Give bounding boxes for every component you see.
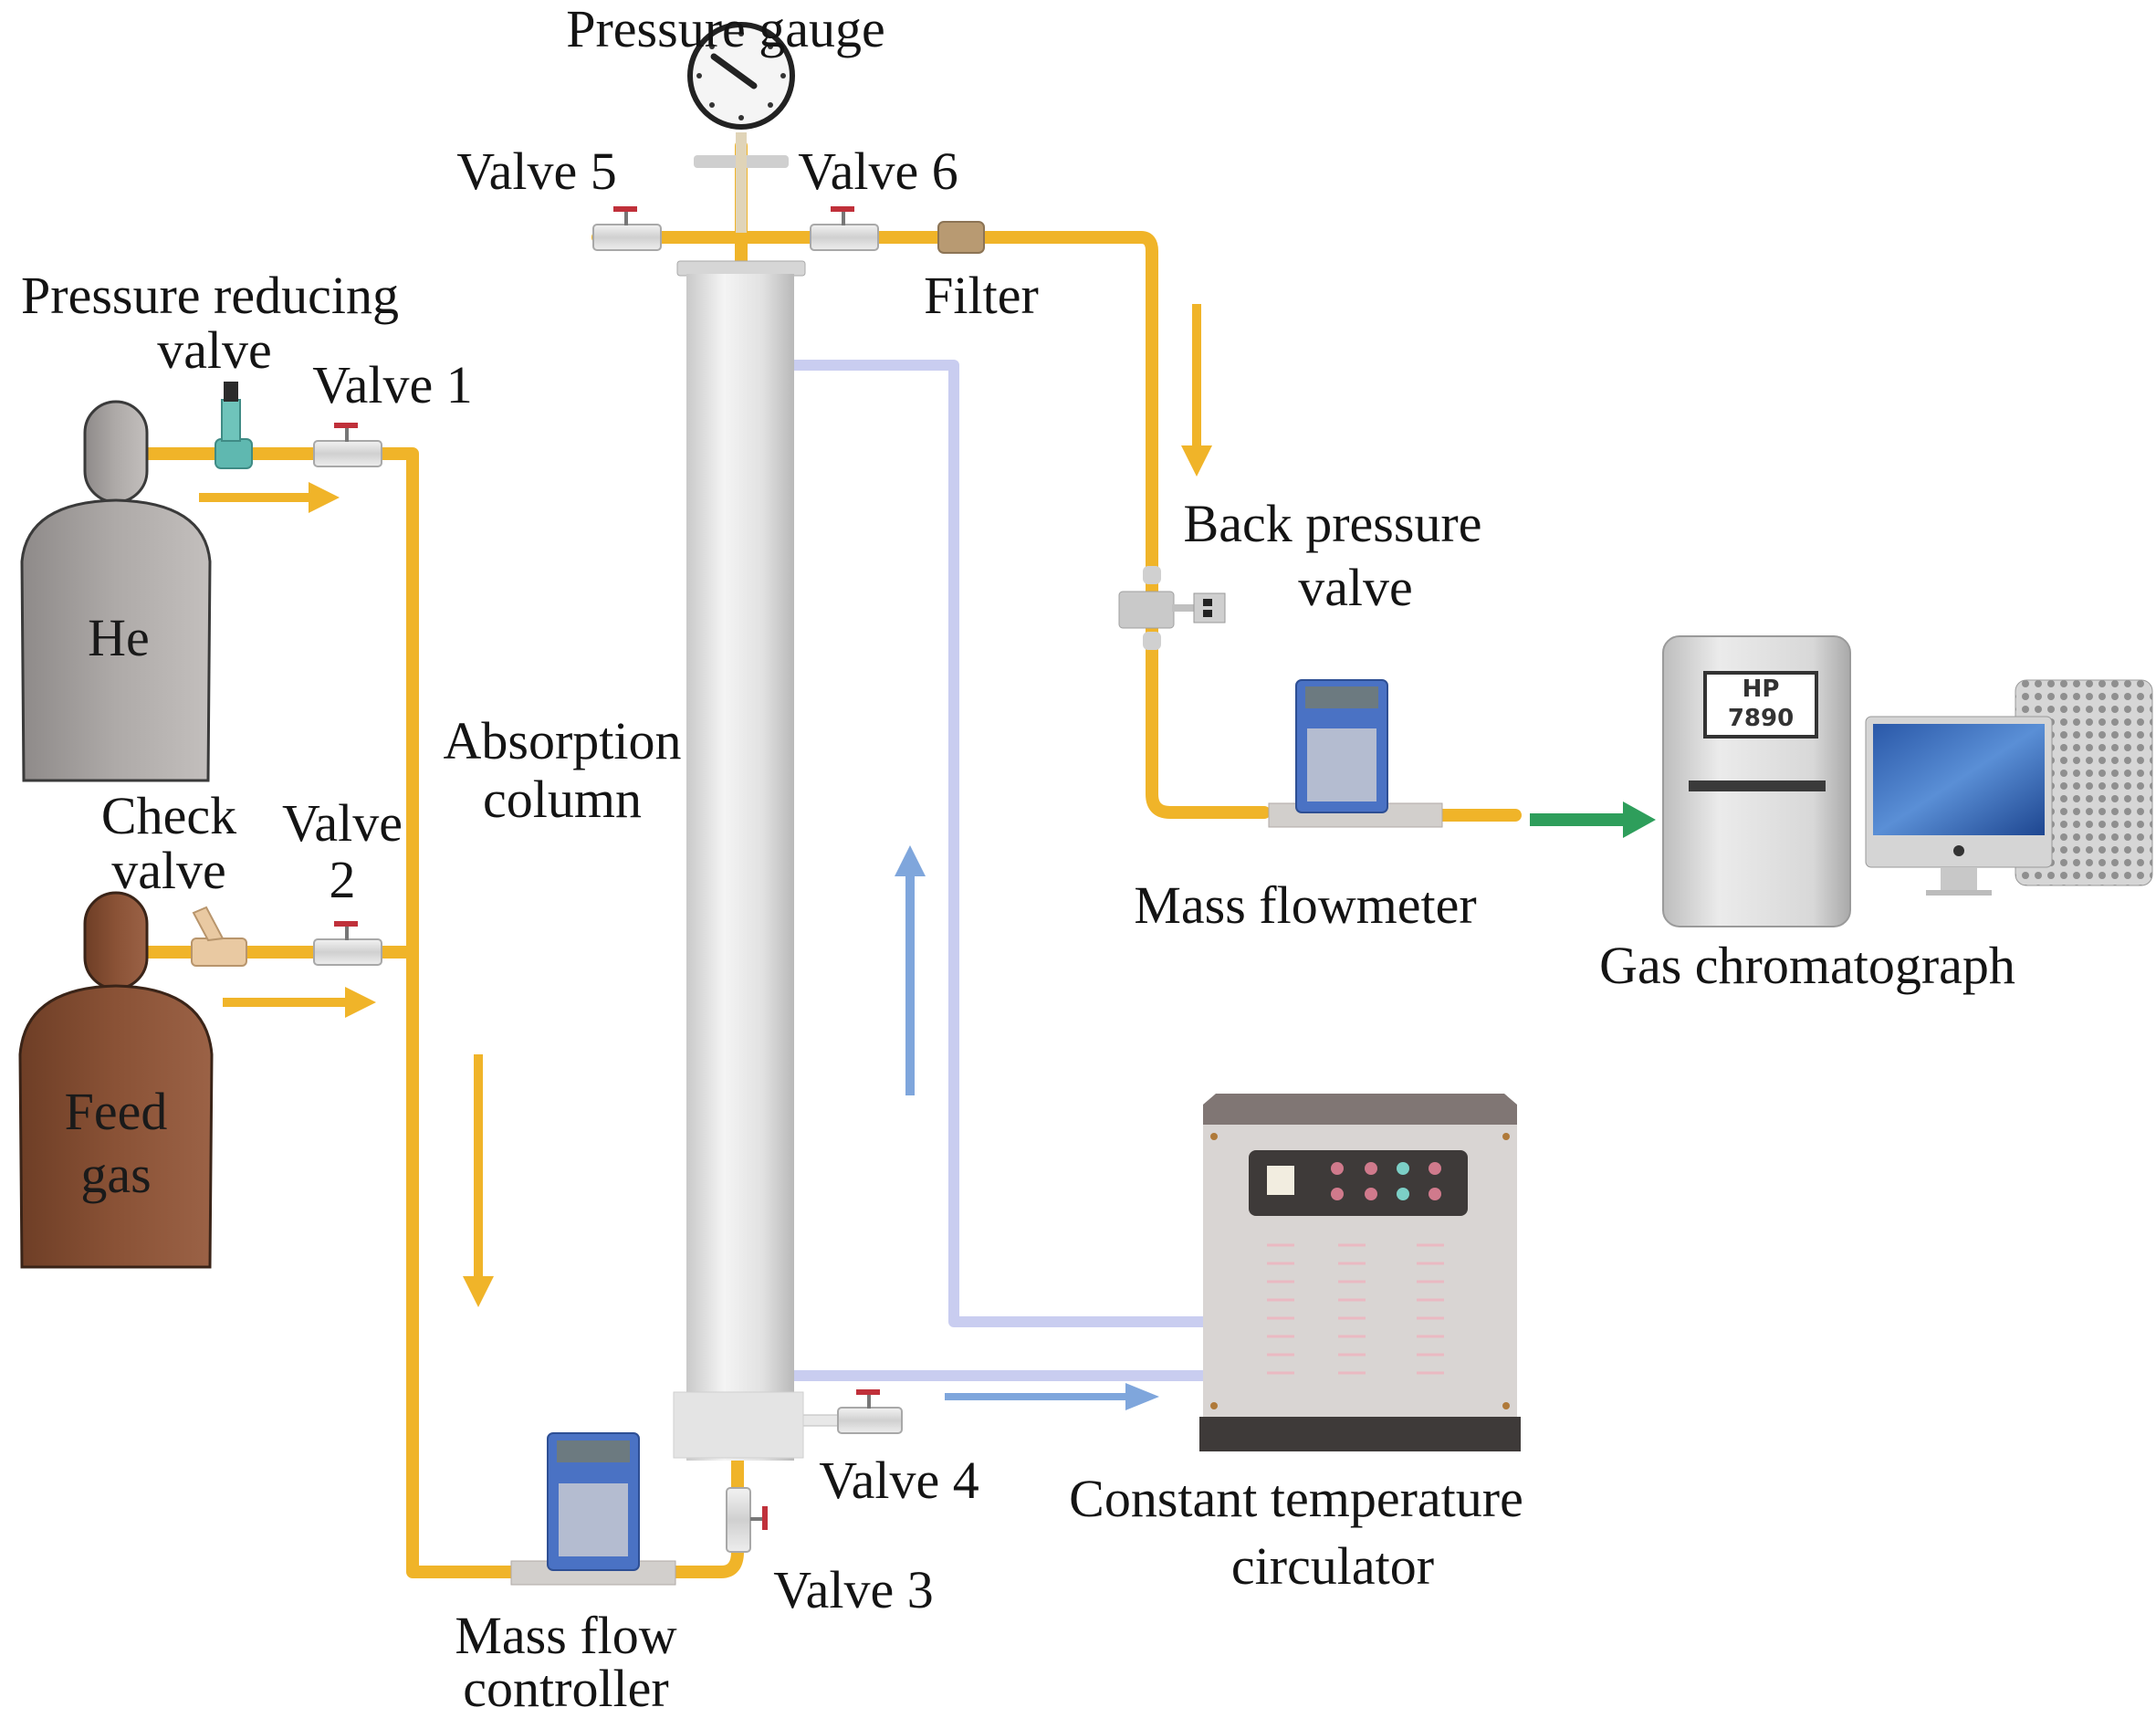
label-check-valve-line1: Check [100,786,237,845]
back-pressure-valve-icon [1118,566,1226,650]
label-filter: Filter [924,266,1039,325]
label-back-pressure-valve-line2: valve [1298,558,1413,617]
constant-temperature-circulator-icon [1199,1094,1521,1451]
absorption-column [673,260,806,1461]
label-valve-5: Valve 5 [456,141,617,201]
flow-arrow-feed-out [223,987,376,1018]
valve-1-icon [313,423,382,467]
mass-flowmeter-icon [1268,679,1443,828]
feed-cylinder-label-line1: Feed [64,1082,168,1141]
control-buttons [1331,1162,1441,1200]
vent-slots [1267,1243,1444,1375]
flow-arrow-coolant-return [945,1383,1159,1410]
he-cylinder-label: He [88,608,150,667]
feed-cylinder-label-line2: gas [80,1145,152,1204]
label-gas-chromatograph: Gas chromatograph [1599,936,2015,995]
coolant-pipework [794,360,1203,1381]
valve-2-icon [313,921,382,966]
flow-arrow-down-to-bpv [1181,304,1212,477]
valve-4-icon [793,1389,903,1434]
label-valve-1: Valve 1 [312,355,473,414]
label-mass-flowmeter: Mass flowmeter [1134,875,1477,935]
label-valve-4: Valve 4 [819,1451,979,1510]
label-constant-temperature-circulator-line1: Constant temperature [1069,1469,1523,1528]
gas-chromatograph-icon [1662,635,1851,927]
coolant-supply-pipe [794,360,1203,1327]
mass-flow-controller-icon [510,1432,676,1586]
gc-display-line1: HP [1742,676,1780,703]
pressure-reducing-valve-icon [215,382,253,469]
label-pressure-gauge: Pressure gauge [566,0,885,58]
label-pressure-reducing-valve-line1: Pressure reducing [21,266,399,325]
he-cylinder [20,400,212,782]
label-valve-2-line1: Valve [281,793,403,853]
flow-arrow-he-out [199,482,340,513]
label-valve-6: Valve 6 [798,141,958,201]
valve-3-icon [726,1487,768,1553]
gas-pipework [140,140,1522,1578]
label-constant-temperature-circulator-line2: circulator [1230,1536,1435,1596]
label-pressure-reducing-valve-line2: valve [157,320,272,380]
flow-arrow-down-to-mfc [463,1054,494,1307]
gc-display-line2: 7890 [1727,705,1795,732]
label-absorption-column-line1: Absorption [443,711,682,770]
flow-arrow-to-gc [1530,801,1656,838]
label-check-valve-line2: valve [111,841,226,900]
valve-6-icon [810,206,879,251]
pipe-he-line [140,447,518,1578]
valve-5-icon [592,206,662,251]
label-back-pressure-valve-line1: Back pressure [1183,494,1482,553]
label-valve-2-line2: 2 [329,850,356,909]
label-valve-3: Valve 3 [773,1560,934,1619]
label-mass-flow-controller-line2: controller [463,1659,669,1718]
flow-arrow-coolant-up [895,845,926,1095]
computer-icon [1865,679,2153,896]
label-mass-flow-controller-line1: Mass flow [455,1606,677,1665]
check-valve-icon [191,906,247,967]
pipe-top-header [591,231,1271,819]
label-absorption-column-line2: column [483,770,642,829]
pressure-gauge-icon [687,22,795,233]
filter-icon [937,221,985,254]
feed-gas-cylinder [18,891,214,1269]
